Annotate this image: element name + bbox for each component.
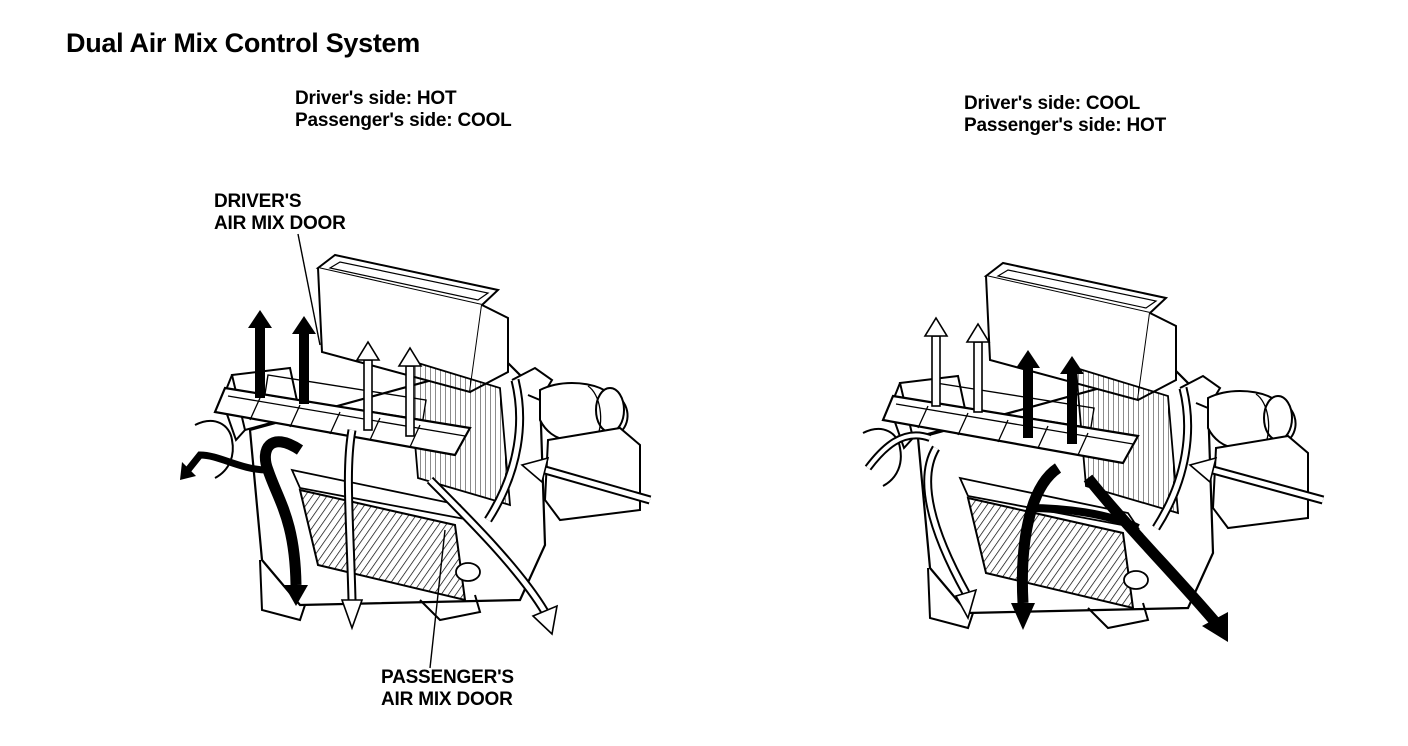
passengers-door-leader-line (429, 529, 446, 669)
left-passenger-side-status: Passenger's side: COOL (295, 110, 512, 131)
drivers-door-leader-line (297, 233, 321, 346)
drivers-air-mix-door-label: DRIVER'S AIR MIX DOOR (214, 191, 346, 235)
left-driver-side-status: Driver's side: HOT (295, 88, 457, 109)
passengers-air-mix-door-label: PASSENGER'S AIR MIX DOOR (381, 667, 514, 711)
right-driver-side-status: Driver's side: COOL (964, 93, 1140, 114)
passengers-air-mix-door-label-line1: PASSENGER'S (381, 667, 514, 688)
right-hvac-diagram (863, 263, 1325, 642)
drivers-air-mix-door-label-line2: AIR MIX DOOR (214, 213, 346, 234)
left-panel-caption: Driver's side: HOT Passenger's side: COO… (295, 88, 512, 132)
right-passenger-side-status: Passenger's side: HOT (964, 115, 1167, 136)
passengers-air-mix-door-label-line2: AIR MIX DOOR (381, 689, 513, 710)
drivers-air-mix-door-label-line1: DRIVER'S (214, 191, 302, 212)
page-title: Dual Air Mix Control System (66, 28, 420, 58)
right-panel-caption: Driver's side: COOL Passenger's side: HO… (964, 93, 1166, 137)
left-hvac-diagram (180, 233, 652, 669)
